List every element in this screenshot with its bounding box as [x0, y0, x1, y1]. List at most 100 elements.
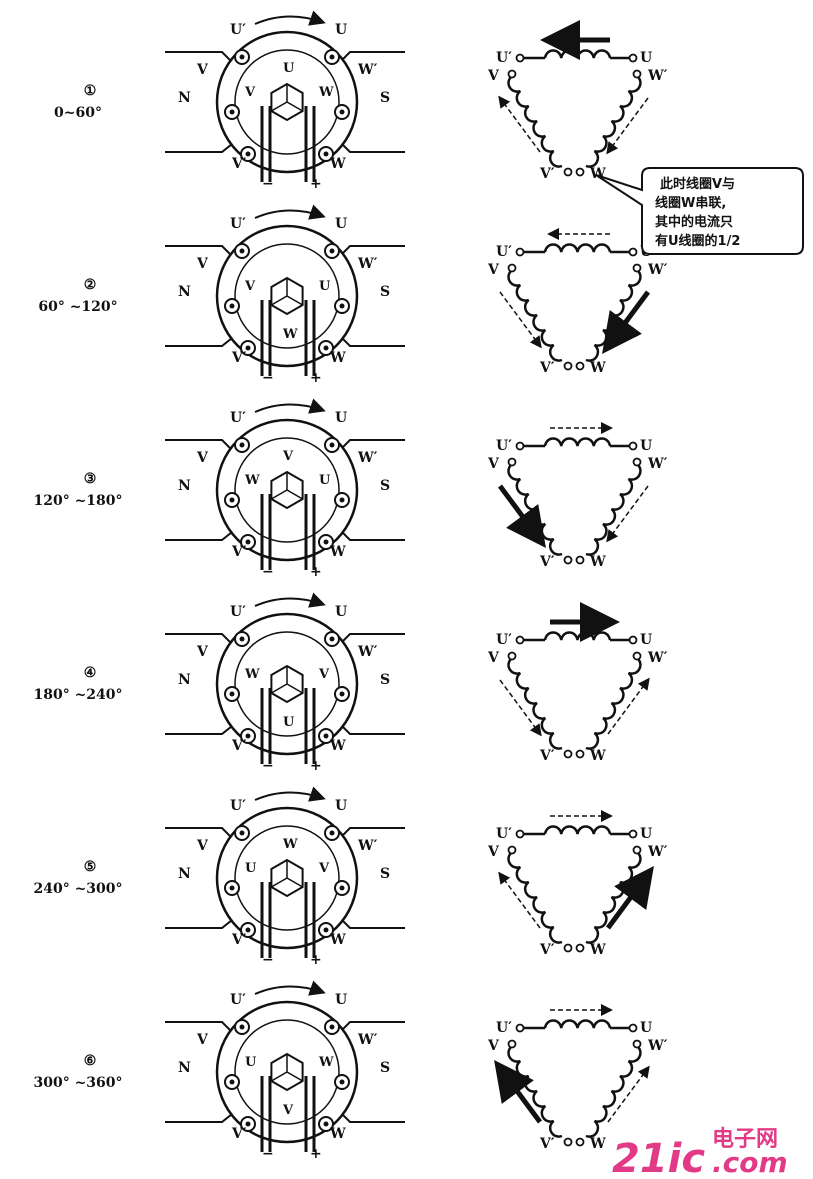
terminal-dot [245, 927, 251, 933]
angle-range: 300° ~360° [33, 1075, 122, 1091]
tri-label-w-prime: W′ [647, 456, 668, 472]
tri-label-v: V [487, 456, 500, 472]
brush-plus [304, 106, 316, 182]
terminal-dot [323, 1121, 329, 1127]
tri-label-v-prime: V′ [539, 166, 555, 182]
label-v-prime: V′ [231, 932, 247, 948]
terminal-dot [245, 151, 251, 157]
label-u: U [335, 22, 347, 38]
label-w: W [329, 932, 346, 948]
terminal-dot [229, 497, 235, 503]
delta-terminal [632, 1039, 642, 1049]
callout-line-1: 此时线圈V与 [660, 176, 735, 192]
coil-letter-right: V [318, 861, 330, 876]
delta-terminal [628, 635, 638, 645]
label-v: V [196, 62, 209, 78]
current-arrow-v [498, 95, 541, 153]
label-u-prime: U′ [230, 22, 246, 38]
coil-letter-right: W [318, 1055, 334, 1070]
minus-sign: − [262, 1146, 274, 1162]
rotor-inner-ring [234, 825, 340, 931]
delta-terminal [632, 651, 642, 661]
callout-line-3: 其中的电流只 [655, 214, 733, 230]
commutator-segments [271, 1054, 303, 1082]
brush-minus [260, 494, 272, 570]
current-arrow-w [607, 1065, 650, 1123]
coil-u [543, 243, 612, 253]
terminal-dot [229, 885, 235, 891]
angle-range: 240° ~300° [33, 881, 122, 897]
rotor-inner-ring [234, 631, 340, 737]
delta-terminal [632, 845, 642, 855]
label-v-prime: V′ [231, 544, 247, 560]
delta-terminal [515, 53, 525, 63]
terminal-dot [245, 733, 251, 739]
tri-label-u: U [640, 1020, 652, 1036]
coil-w [585, 657, 642, 750]
commutator-segments [271, 860, 303, 888]
rotor-inner-ring [234, 49, 340, 155]
pole-n: N [178, 1060, 191, 1076]
rotation-arrow [254, 786, 326, 802]
pole-n: N [178, 284, 191, 300]
tri-label-w-prime: W′ [647, 1038, 668, 1054]
tri-label-w: W [589, 942, 606, 958]
minus-sign: − [262, 176, 274, 192]
coil-u [543, 825, 612, 835]
rotor-inner-ring [234, 243, 340, 349]
delta-terminal [632, 457, 642, 467]
label-v: V [196, 838, 209, 854]
label-u-prime: U′ [230, 992, 246, 1008]
step-number: ③ [84, 471, 97, 487]
minus-sign: − [262, 758, 274, 774]
terminal-dot [339, 303, 345, 309]
terminal-dot [329, 830, 335, 836]
tri-label-u: U [640, 50, 652, 66]
callout-line-4: 有U线圈的1/2 [655, 233, 740, 249]
pole-s: S [380, 1060, 390, 1076]
terminal-dot [339, 497, 345, 503]
terminal-dot [229, 1079, 235, 1085]
coil-letter-bottom: U [283, 715, 295, 730]
rotation-arrow [254, 592, 326, 608]
brush-minus [260, 300, 272, 376]
tri-label-u-prime: U′ [496, 1020, 512, 1036]
plus-sign: + [310, 370, 322, 386]
tri-label-u: U [640, 438, 652, 454]
terminal-dot [239, 1024, 245, 1030]
delta-terminal [515, 1023, 525, 1033]
label-w: W [329, 156, 346, 172]
tri-label-u: U [640, 632, 652, 648]
rotation-arrow [254, 204, 326, 220]
terminal-dot [323, 151, 329, 157]
current-arrow-w [602, 290, 651, 355]
delta-terminal [507, 69, 517, 79]
coil-letter-left: V [244, 85, 256, 100]
plus-sign: + [310, 176, 322, 192]
brush-plus [304, 300, 316, 376]
minus-sign: − [262, 564, 274, 580]
delta-terminal [515, 635, 525, 645]
plus-sign: + [310, 564, 322, 580]
coil-w [585, 463, 642, 556]
terminal-dot [239, 54, 245, 60]
current-arrow-w [605, 865, 654, 930]
delta-terminal [575, 167, 585, 177]
terminal-dot [229, 109, 235, 115]
tri-label-v-prime: V′ [539, 942, 555, 958]
coil-u [543, 1019, 612, 1029]
label-w: W [329, 544, 346, 560]
delta-terminal [628, 1023, 638, 1033]
label-w-prime: W′ [357, 256, 378, 272]
current-arrow-w [607, 677, 650, 735]
tri-label-v-prime: V′ [539, 360, 555, 376]
watermark-cn: 电子网 [712, 1127, 778, 1152]
label-w-prime: W′ [357, 838, 378, 854]
tri-label-w: W [589, 748, 606, 764]
